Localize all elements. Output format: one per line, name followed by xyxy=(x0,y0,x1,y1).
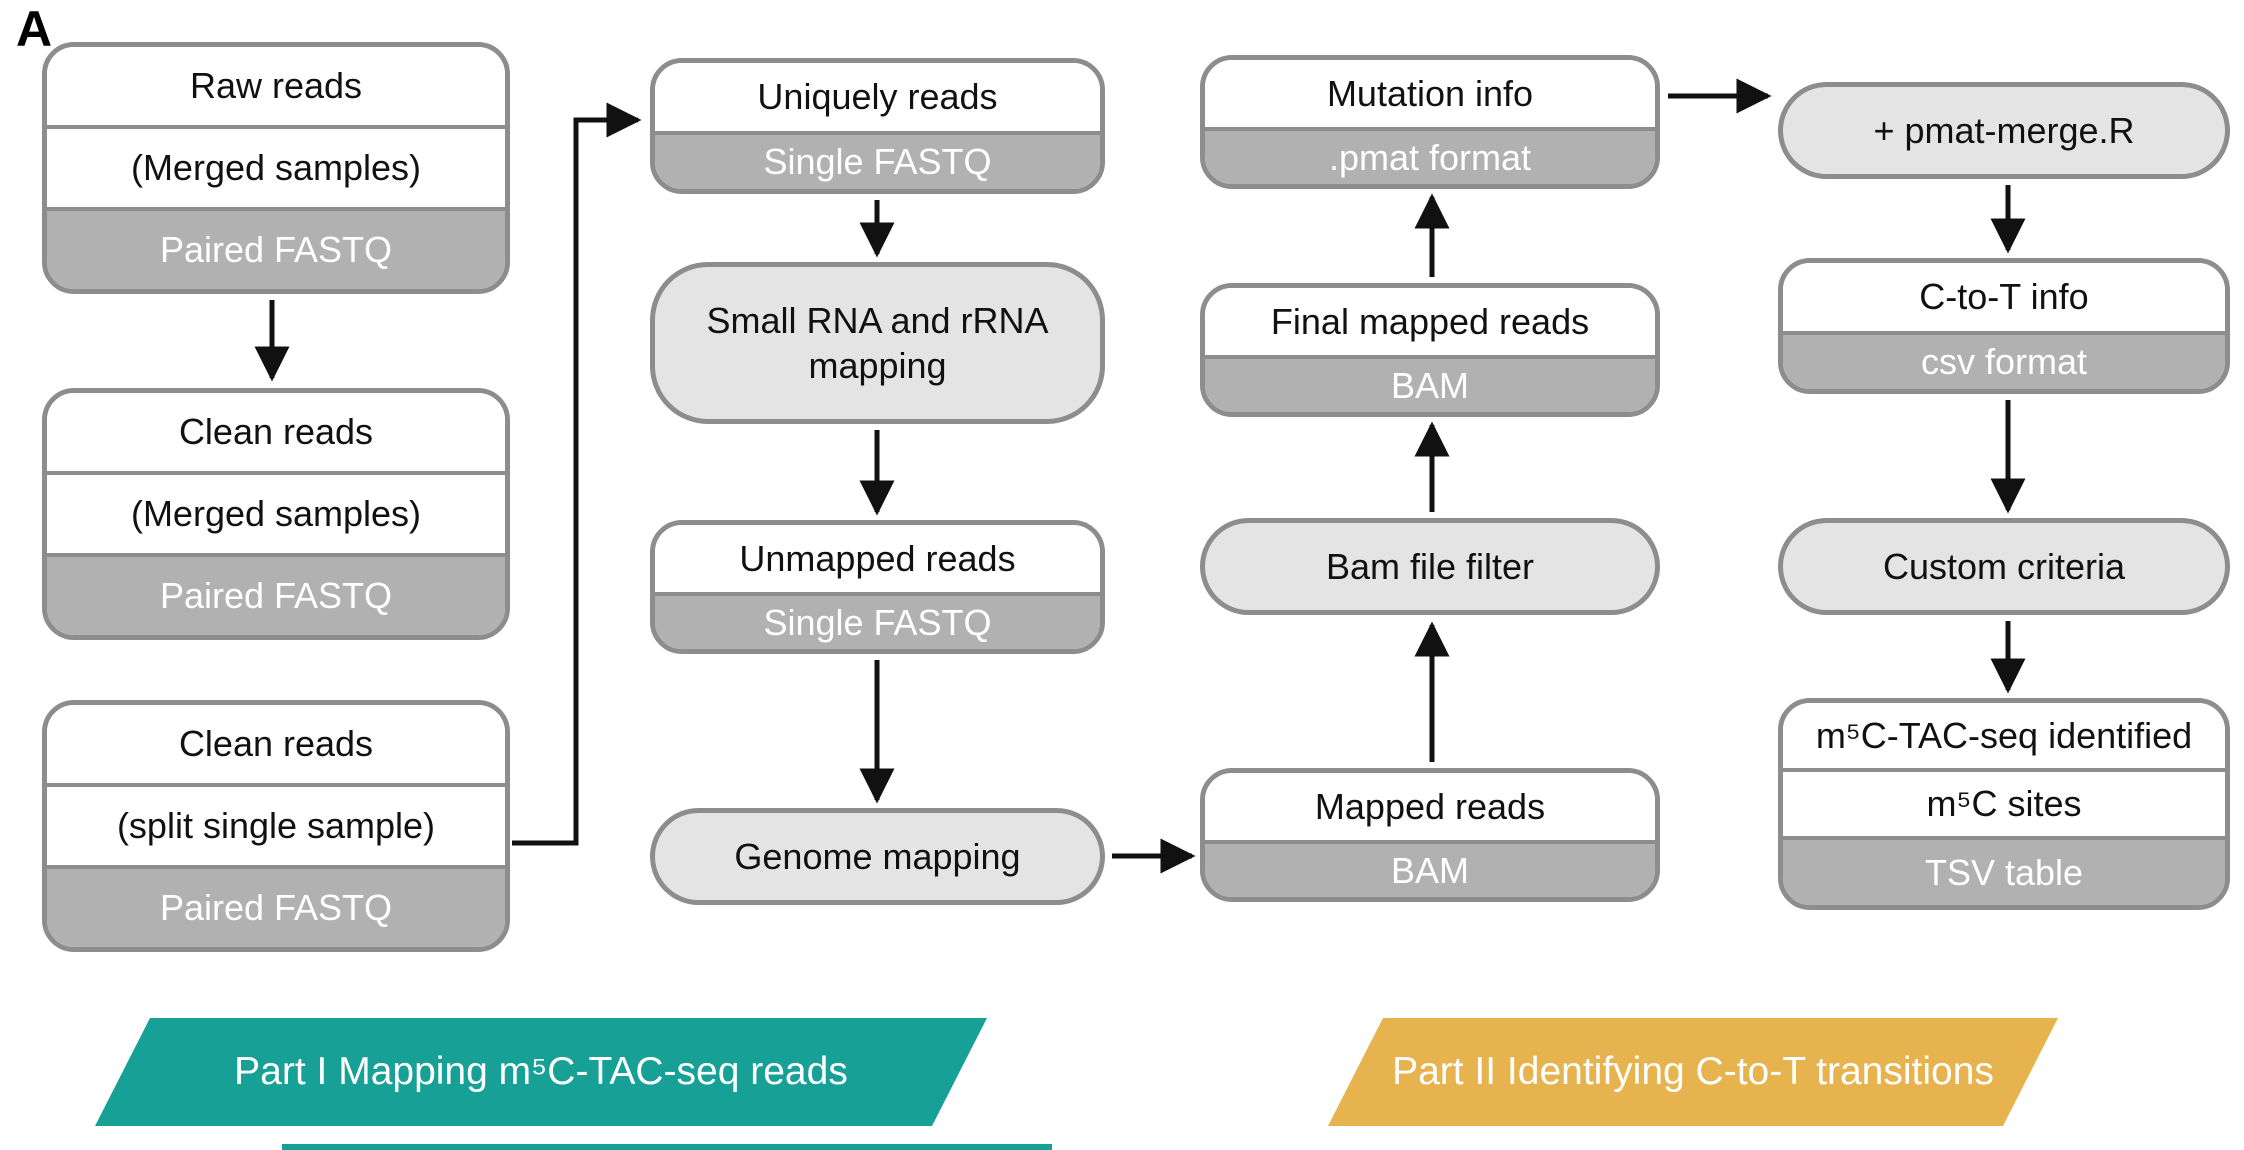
banner-part2-label: Part II Identifying C-to-T transitions xyxy=(1392,1050,1994,1093)
box-title: Clean reads xyxy=(47,705,505,783)
format-label: .pmat format xyxy=(1205,127,1655,184)
box-title: Mutation info xyxy=(1205,60,1655,128)
process-label: + pmat-merge.R xyxy=(1873,110,2135,151)
cropped-banner-edge xyxy=(282,1144,1052,1150)
box-title: m⁵C-TAC-seq identified xyxy=(1783,703,2225,768)
box-raw-reads: Raw reads (Merged samples) Paired FASTQ xyxy=(42,42,510,294)
banner-part1: Part I Mapping m⁵C-TAC-seq reads xyxy=(95,1018,987,1126)
process-genome-mapping: Genome mapping xyxy=(650,808,1105,905)
format-label: Paired FASTQ xyxy=(47,553,505,635)
panel-label: A xyxy=(16,1,53,57)
format-label: BAM xyxy=(1205,355,1655,412)
process-small-rna-rrna-mapping: Small RNA and rRNA mapping xyxy=(650,262,1105,424)
format-label: csv format xyxy=(1783,331,2225,389)
format-label: BAM xyxy=(1205,840,1655,897)
box-title: Mapped reads xyxy=(1205,773,1655,841)
box-mapped-reads: Mapped reads BAM xyxy=(1200,768,1660,902)
process-label: Small RNA and rRNA mapping xyxy=(706,300,1049,386)
box-unmapped-reads: Unmapped reads Single FASTQ xyxy=(650,520,1105,654)
box-title: Final mapped reads xyxy=(1205,288,1655,356)
format-label: Paired FASTQ xyxy=(47,865,505,947)
process-custom-criteria: Custom criteria xyxy=(1778,518,2230,615)
format-label: Paired FASTQ xyxy=(47,207,505,289)
box-title: Uniquely reads xyxy=(655,63,1100,132)
format-label: TSV table xyxy=(1783,836,2225,905)
format-label: Single FASTQ xyxy=(655,592,1100,649)
box-uniquely-reads: Uniquely reads Single FASTQ xyxy=(650,58,1105,194)
box-mutation-info: Mutation info .pmat format xyxy=(1200,55,1660,189)
box-final-mapped-reads: Final mapped reads BAM xyxy=(1200,283,1660,417)
box-title: C-to-T info xyxy=(1783,263,2225,332)
box-m5c-sites: m⁵C-TAC-seq identified m⁵C sites TSV tab… xyxy=(1778,698,2230,910)
process-pmat-merge: + pmat-merge.R xyxy=(1778,82,2230,179)
box-title: Unmapped reads xyxy=(655,525,1100,593)
process-label: Custom criteria xyxy=(1882,546,2126,587)
arrow-split-to-uniquely xyxy=(512,102,642,846)
box-clean-reads-merged: Clean reads (Merged samples) Paired FAST… xyxy=(42,388,510,640)
banner-part2: Part II Identifying C-to-T transitions xyxy=(1328,1018,2058,1126)
box-title: Clean reads xyxy=(47,393,505,471)
box-title: Raw reads xyxy=(47,47,505,125)
box-subtitle: (Merged samples) xyxy=(47,125,505,207)
box-clean-reads-split: Clean reads (split single sample) Paired… xyxy=(42,700,510,952)
format-label: Single FASTQ xyxy=(655,131,1100,189)
box-c-to-t-info: C-to-T info csv format xyxy=(1778,258,2230,394)
box-subtitle: (split single sample) xyxy=(47,783,505,865)
box-subtitle: m⁵C sites xyxy=(1783,767,2225,837)
process-label: Genome mapping xyxy=(734,836,1021,877)
process-label: Bam file filter xyxy=(1325,546,1535,587)
process-bam-file-filter: Bam file filter xyxy=(1200,518,1660,615)
box-subtitle: (Merged samples) xyxy=(47,471,505,553)
banner-part1-label: Part I Mapping m⁵C-TAC-seq reads xyxy=(234,1050,848,1093)
